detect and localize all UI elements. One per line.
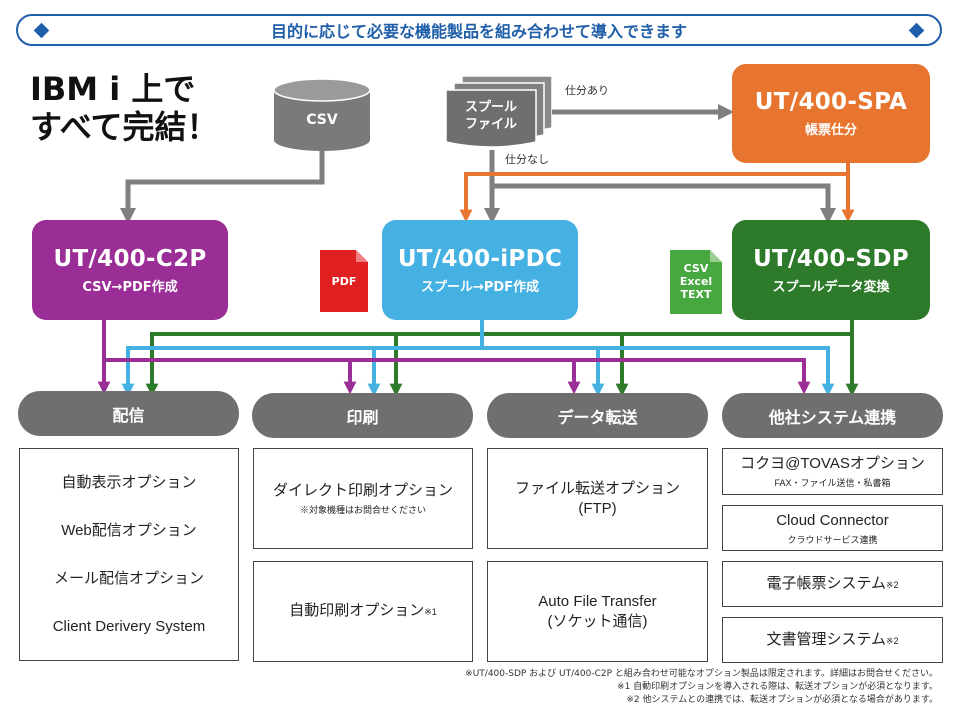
transfer-auto-box: Auto File Transfer (ソケット通信) (487, 561, 708, 662)
option-mail-delivery: メール配信オプション (53, 569, 204, 587)
spool-file-stack-icon (445, 75, 553, 148)
transfer-file-box: ファイル転送オプション (FTP) (487, 448, 708, 549)
option-file-transfer: ファイル転送オプション (514, 479, 680, 497)
category-print: 印刷 (252, 393, 473, 438)
footnote-2: ※2 他システムとの連携では、転送オプションが必須となる場合があります。 (626, 695, 938, 705)
option-auto-display: 自動表示オプション (61, 473, 197, 491)
footnote-1: ※1 自動印刷オプションを導入される際は、転送オプションが必須となります。 (617, 682, 938, 692)
category-integration: 他社システム連携 (722, 393, 943, 438)
spool-file-label: スプール ファイル (446, 99, 536, 133)
option-auto-file-transfer: Auto File Transfer (538, 592, 657, 610)
footnote-main: ※UT/400-SDP および UT/400-C2P と組み合わせ可能なオプショ… (465, 669, 938, 679)
print-auto-box: 自動印刷オプション※1 (253, 561, 473, 662)
integration-ereport-box: 電子帳票システム※2 (722, 561, 943, 607)
product-c2p-name: UT/400-C2P (53, 245, 207, 272)
option-ereport: 電子帳票システム (766, 574, 886, 592)
hero-line-1: IBM i 上で (30, 70, 196, 108)
hero-heading: IBM i 上で すべて完結！ (30, 70, 218, 146)
product-ipdc-subtitle: スプール→PDF作成 (420, 279, 540, 295)
integration-tovas-box: コクヨ@TOVASオプション FAX・ファイル送信・私書箱 (722, 448, 943, 495)
data-file-icon-labels: CSV Excel TEXT (670, 262, 722, 301)
option-ereport-mark: ※2 (886, 579, 899, 590)
hero-line-2: すべて完結！ (30, 108, 219, 146)
format-csv-label: CSV (683, 262, 709, 275)
option-ereport-row: 電子帳票システム※2 (766, 574, 898, 595)
product-c2p-subtitle: CSV→PDF作成 (82, 279, 178, 295)
product-ipdc: UT/400-iPDC スプール→PDF作成 (382, 220, 578, 320)
option-docmgmt: 文書管理システム (766, 630, 886, 648)
option-file-transfer-sub: (FTP) (578, 499, 617, 517)
option-auto-print-mark: ※1 (424, 607, 437, 617)
footnotes: ※UT/400-SDP および UT/400-C2P と組み合わせ可能なオプショ… (465, 668, 938, 707)
integration-cloud-box: Cloud Connector クラウドサービス連携 (722, 505, 943, 551)
product-sdp-subtitle: スプールデータ変換 (772, 279, 890, 295)
with-formatting-label: 仕分あり (565, 84, 609, 97)
pdf-file-icon (320, 250, 368, 312)
option-auto-file-transfer-sub: (ソケット通信) (547, 612, 648, 630)
option-docmgmt-mark: ※2 (886, 635, 899, 646)
option-auto-print-row: 自動印刷オプション※1 (289, 601, 437, 622)
option-web-delivery: Web配信オプション (61, 521, 197, 539)
option-cloud-connector-note: クラウドサービス連携 (787, 534, 878, 545)
category-delivery: 配信 (18, 391, 239, 436)
print-direct-box: ダイレクト印刷オプション ※対象機種はお問合せください (253, 448, 473, 549)
format-text-label: TEXT (680, 288, 712, 301)
option-tovas: コクヨ@TOVASオプション (740, 455, 925, 472)
option-docmgmt-row: 文書管理システム※2 (766, 630, 898, 651)
pdf-icon-label: PDF (331, 275, 357, 288)
csv-database-icon (273, 78, 371, 151)
option-client-derivery-system: Client Derivery System (52, 617, 206, 635)
product-spa: UT/400-SPA 帳票仕分 (732, 64, 930, 163)
option-direct-print: ダイレクト印刷オプション (272, 482, 453, 499)
top-banner: 目的に応じて必要な機能製品を組み合わせて導入できます (16, 14, 942, 46)
spool-label-line-1: スプール (464, 100, 517, 115)
delivery-options-box: 自動表示オプション Web配信オプション メール配信オプション Client D… (19, 448, 239, 661)
product-sdp: UT/400-SDP スプールデータ変換 (732, 220, 930, 320)
spool-label-line-2: ファイル (464, 117, 517, 132)
without-formatting-label: 仕分なし (505, 153, 549, 166)
integration-docmgmt-box: 文書管理システム※2 (722, 617, 943, 663)
product-c2p: UT/400-C2P CSV→PDF作成 (32, 220, 228, 320)
option-direct-print-note: ※対象機種はお問合せください (299, 505, 426, 515)
product-spa-subtitle: 帳票仕分 (804, 123, 857, 138)
banner-text: 目的に応じて必要な機能製品を組み合わせて導入できます (270, 22, 687, 41)
csv-source-label: CSV (306, 112, 338, 128)
product-spa-name: UT/400-SPA (754, 89, 908, 115)
product-ipdc-name: UT/400-iPDC (397, 245, 563, 272)
data-file-icon (670, 250, 722, 314)
option-tovas-note: FAX・ファイル送信・私書箱 (774, 478, 891, 488)
category-data-transfer: データ転送 (487, 393, 708, 438)
product-sdp-name: UT/400-SDP (753, 245, 909, 272)
option-auto-print: 自動印刷オプション (289, 602, 425, 619)
option-cloud-connector: Cloud Connector (776, 511, 889, 529)
format-excel-label: Excel (679, 275, 713, 288)
